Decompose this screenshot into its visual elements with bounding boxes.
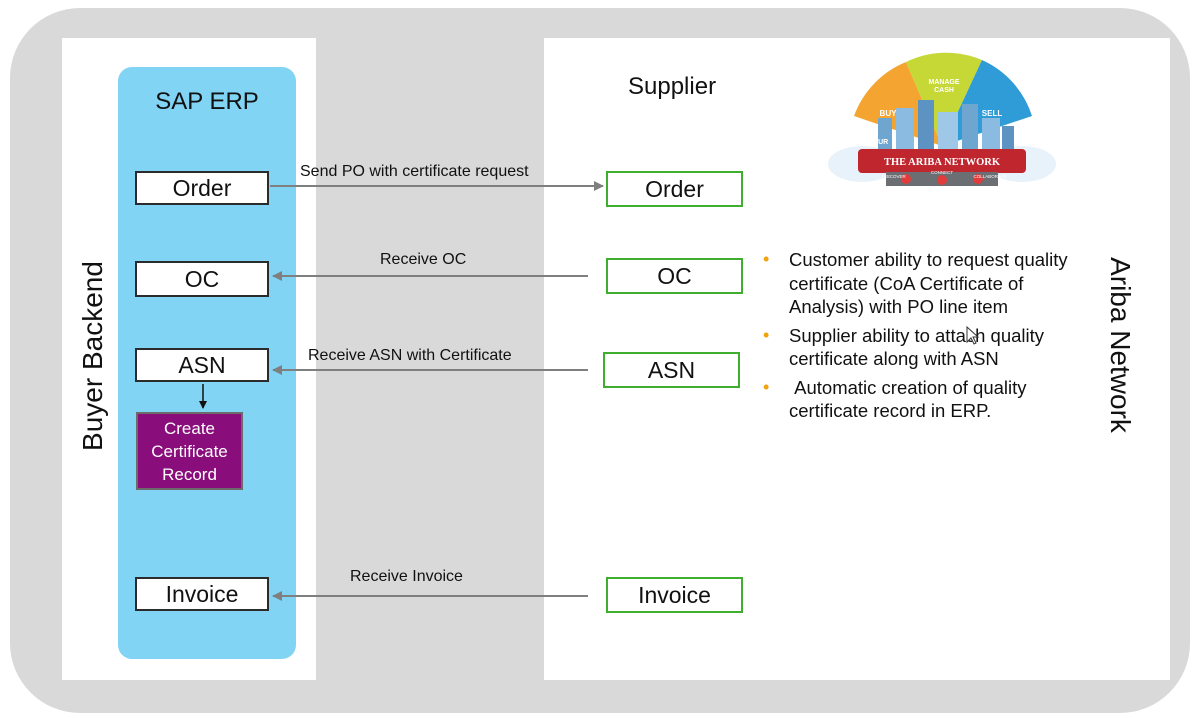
supplier-title: Supplier xyxy=(628,73,717,100)
buyer-asn-box: ASN xyxy=(135,348,269,382)
bullet-dot-icon: • xyxy=(763,249,770,269)
logo-title: THE ARIBA NETWORK xyxy=(884,157,1001,168)
bullet-dot-icon: • xyxy=(763,324,770,345)
buyer-order-box: Order xyxy=(135,171,269,205)
flow-label-receive-asn: Receive ASN with Certificate xyxy=(308,347,512,364)
logo-label-sell: SELL xyxy=(982,109,1003,118)
logo-tab-discover: DISCOVER xyxy=(882,174,906,179)
feature-bullet-list: •Customer ability to request quality cer… xyxy=(760,248,1095,428)
flow-label-send-po: Send PO with certificate request xyxy=(300,163,529,180)
buyer-oc-box: OC xyxy=(135,261,269,297)
supplier-invoice-box: Invoice xyxy=(606,577,743,613)
flow-label-receive-oc: Receive OC xyxy=(380,251,467,268)
logo-banner xyxy=(858,149,1026,173)
mouse-cursor-icon xyxy=(966,326,980,345)
bullet-item: •Supplier ability to attach quality cert… xyxy=(763,324,1045,370)
logo-label-buy: BUY xyxy=(880,109,898,118)
bullet-dot-icon: • xyxy=(763,376,770,397)
logo-label-sign: YOUR xyxy=(868,139,888,146)
bullet-item: • Automatic creation of quality certific… xyxy=(763,376,1032,422)
sap-erp-title: SAP ERP xyxy=(155,88,259,115)
bullet-item: •Customer ability to request quality cer… xyxy=(763,249,1068,317)
flow-label-receive-invoice: Receive Invoice xyxy=(350,568,463,585)
supplier-asn-box: ASN xyxy=(603,352,740,388)
supplier-order-box: Order xyxy=(606,171,743,207)
logo-segment-manage-cash xyxy=(906,52,982,147)
logo-tab-connect: CONNECT xyxy=(931,170,954,175)
supplier-oc-box: OC xyxy=(606,258,743,294)
buyer-invoice-box: Invoice xyxy=(135,577,269,611)
logo-tab-collaborate: COLLABORATE xyxy=(974,174,1007,179)
